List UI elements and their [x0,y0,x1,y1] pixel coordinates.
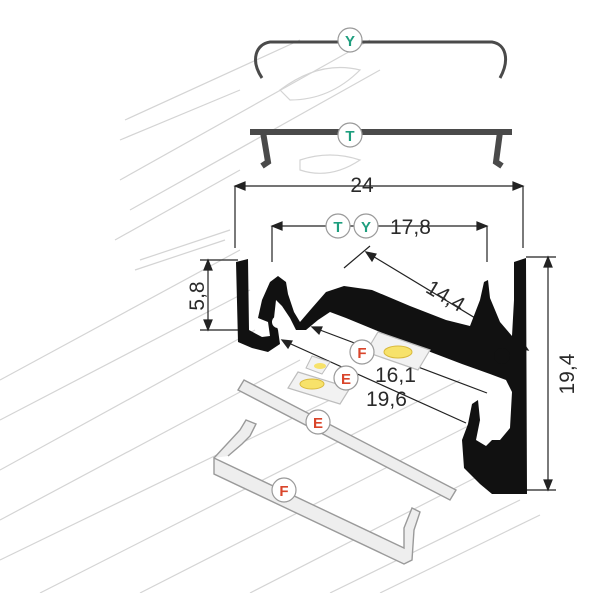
cover-t [250,129,512,169]
diffuser-f [213,419,421,565]
svg-text:Y: Y [345,33,355,50]
badge-strip-e: E [333,365,359,391]
cover-y [254,40,508,79]
badge-cover-y: Y [337,27,363,53]
badge-diffuser-f: F [271,477,297,503]
svg-text:E: E [341,371,351,388]
dim-height-19-4: 19,4 [556,353,579,394]
dim-16-1: 16,1 [375,364,416,387]
badge-strip-f: F [349,339,375,365]
dimension-lines [200,181,556,492]
dim-width-24: 24 [350,174,374,197]
dim-height-5-8: 5,8 [186,281,209,310]
svg-text:Y: Y [361,219,371,236]
dim-19-6: 19,6 [366,388,407,411]
badge-cover-t: T [337,122,363,148]
diffuser-e [237,379,457,501]
badge-diffuser-e: E [305,409,331,435]
svg-text:E: E [313,415,323,432]
svg-text:T: T [345,128,354,145]
badge-fit-t: T [325,213,351,239]
badge-fit-y: Y [353,213,379,239]
profile-body [236,258,527,494]
svg-text:F: F [357,345,366,362]
dim-inner-17-8: 17,8 [390,216,431,239]
dim-diag-14-4: 14,4 [422,276,469,317]
svg-text:T: T [333,219,342,236]
svg-text:F: F [279,483,288,500]
led-strip-e [287,355,351,405]
